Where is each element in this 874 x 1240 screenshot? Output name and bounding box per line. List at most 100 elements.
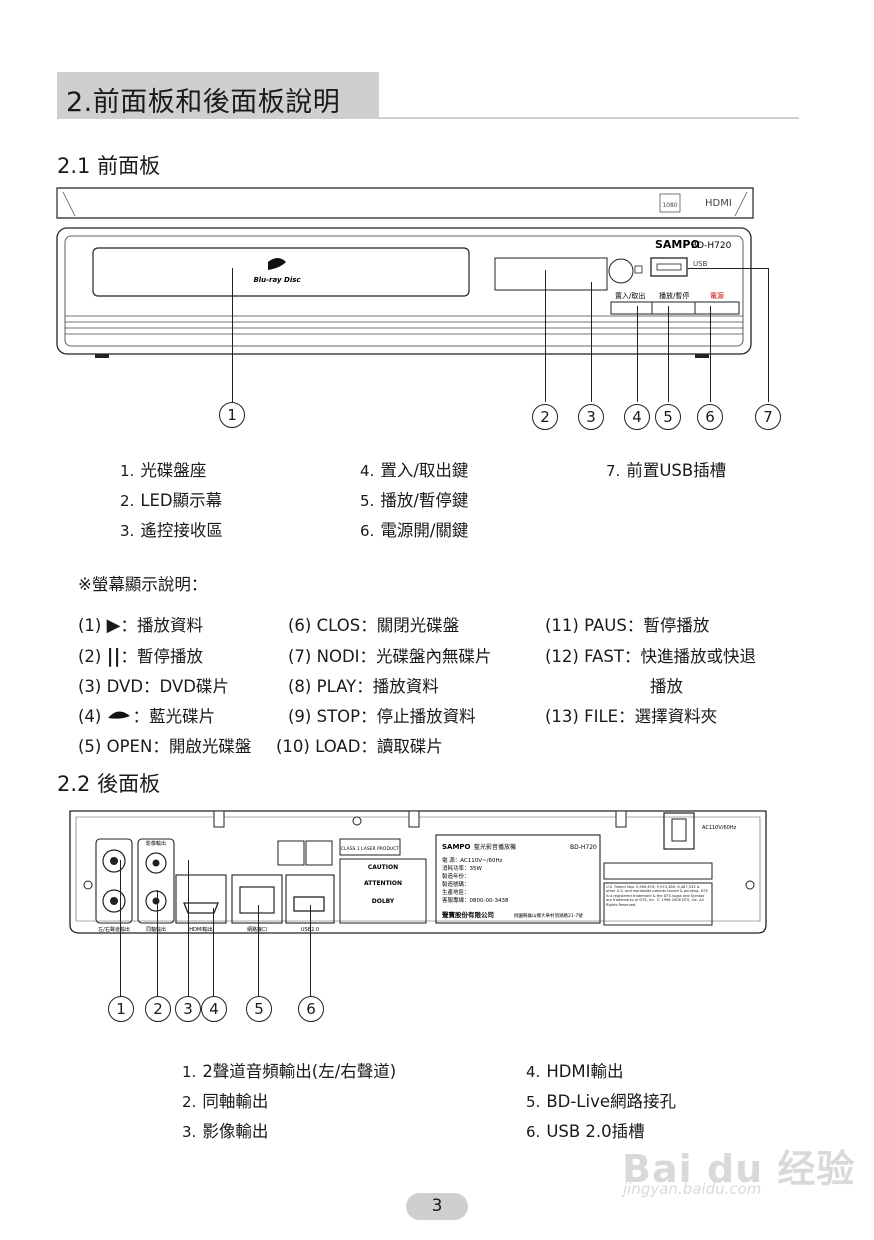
full-hd-logo bbox=[659, 193, 681, 213]
rear-callout-1: 1 bbox=[108, 996, 134, 1022]
btn-play-text: 播放/暫停 bbox=[659, 291, 689, 300]
btn-power-text: 電源 bbox=[710, 291, 724, 300]
leader-line bbox=[591, 282, 593, 402]
front-panel-heading: 2.1 前面板 bbox=[57, 154, 161, 178]
display-item: (6) CLOS：關閉光碟盤 bbox=[288, 616, 460, 635]
display-item: (3) DVD：DVD碟片 bbox=[78, 677, 229, 696]
rating-lines: 電 源：AC110V~/60Hz 消耗功率：35W 製造年份： 製造號碼： 生產… bbox=[442, 856, 509, 904]
model-text: BD-H720 bbox=[691, 241, 732, 251]
leader-line bbox=[768, 268, 770, 402]
rear-legend-item: 3.影像輸出 bbox=[182, 1122, 269, 1141]
leader-line bbox=[157, 890, 159, 998]
leader-line bbox=[120, 860, 122, 998]
rating-line-5: 客服專線：0800-00-3438 bbox=[442, 896, 509, 904]
usb-label-text: USB bbox=[693, 260, 708, 268]
class1-text: CLASS 1 LASER PRODUCT bbox=[341, 846, 399, 852]
btn-eject-text: 置入/取出 bbox=[615, 291, 645, 300]
ir-receiver bbox=[608, 258, 634, 284]
pause-icon: || bbox=[106, 645, 121, 667]
display-item: (9) STOP：停止播放資料 bbox=[288, 707, 476, 726]
front-legend-item: 4.置入/取出鍵 bbox=[360, 461, 469, 480]
display-item: (12) FAST：快進播放或快退 bbox=[545, 647, 756, 666]
port-label-hdmi: HDMI輸出 bbox=[189, 926, 212, 933]
rear-legend-item: 1.2聲道音頻輸出(左/右聲道) bbox=[182, 1062, 397, 1081]
rear-callout-6: 6 bbox=[298, 996, 324, 1022]
front-legend-item: 3.遙控接收區 bbox=[120, 521, 223, 540]
rear-model-text: BD-H720 bbox=[570, 844, 597, 851]
callout-5: 5 bbox=[655, 404, 681, 430]
rear-brand-text: SAMPO bbox=[442, 843, 471, 851]
port-label-coax: 同軸輸出 bbox=[146, 926, 166, 933]
rating-line-3: 製造號碼： bbox=[442, 880, 470, 888]
display-item: (1) ▶：播放資料 bbox=[78, 615, 203, 636]
rear-product-text: 藍光影音播放機 bbox=[474, 843, 516, 851]
play-icon: ▶ bbox=[106, 615, 121, 636]
rating-line-4: 生產地區： bbox=[442, 888, 470, 896]
watermark-url: jingyan.baidu.com bbox=[623, 1180, 762, 1198]
display-item: (5) OPEN：開啟光碟盤 bbox=[78, 737, 252, 756]
watermark-logo: Bai du 经验 bbox=[622, 1147, 856, 1191]
display-item: (7) NODI：光碟盤內無碟片 bbox=[288, 647, 492, 666]
attention-text: ATTENTION bbox=[364, 880, 402, 887]
display-item: (2) ||：暫停播放 bbox=[78, 645, 204, 667]
hdmi-logo-text: HDMI bbox=[705, 198, 732, 209]
display-item: (10) LOAD：讀取碟片 bbox=[276, 737, 443, 756]
bluray-icon bbox=[107, 707, 133, 726]
caution-text: CAUTION bbox=[368, 864, 398, 871]
section-title-rule bbox=[57, 117, 799, 119]
rear-panel-heading: 2.2 後面板 bbox=[57, 772, 161, 796]
port-label-audio: 左/右聲道輸出 bbox=[98, 926, 130, 933]
display-item: (4) ：藍光碟片 bbox=[78, 707, 216, 726]
dolby-text: DOLBY bbox=[372, 898, 395, 905]
port-label-lan: 網路接口 bbox=[247, 926, 267, 933]
section-title: 2.前面板和後面板說明 bbox=[66, 87, 341, 118]
display-item: 播放 bbox=[650, 677, 683, 696]
rear-callout-5: 5 bbox=[246, 996, 272, 1022]
leader-line bbox=[188, 860, 190, 998]
full-hd-logo-text: 1080 bbox=[662, 202, 677, 209]
rear-callout-4: 4 bbox=[201, 996, 227, 1022]
bluray-logo-text: Blu-ray Disc bbox=[253, 276, 301, 284]
section-title-box bbox=[57, 72, 379, 119]
leader-line bbox=[258, 905, 260, 998]
callout-4: 4 bbox=[624, 404, 650, 430]
leader-line bbox=[310, 905, 312, 998]
leader-line bbox=[637, 306, 639, 402]
rear-address-text: 桃園縣龜山鄉大華村頂湖路21-7號 bbox=[514, 912, 583, 919]
front-legend-item: 1.光碟盤座 bbox=[120, 461, 207, 480]
rating-line-1: 消耗功率：35W bbox=[442, 864, 482, 872]
front-usb-port bbox=[650, 257, 688, 277]
rear-legend-item: 5.BD-Live網路接孔 bbox=[526, 1092, 676, 1111]
front-legend-item: 7.前置USB插槽 bbox=[606, 461, 727, 480]
front-legend-item: 6.電源開/關鍵 bbox=[360, 521, 469, 540]
leader-line bbox=[668, 306, 670, 402]
callout-3: 3 bbox=[578, 404, 604, 430]
rear-company-text: 聲寶股份有限公司 bbox=[442, 910, 494, 919]
rating-line-2: 製造年份： bbox=[442, 872, 470, 880]
display-item: (11) PAUS：暫停播放 bbox=[545, 616, 710, 635]
brand-logo-text: SAMPO bbox=[655, 238, 700, 251]
display-heading: ※螢幕顯示說明： bbox=[78, 575, 208, 594]
leader-line bbox=[213, 908, 215, 998]
front-legend-item: 5.播放/暫停鍵 bbox=[360, 491, 469, 510]
leader-line bbox=[232, 268, 234, 402]
rear-callout-2: 2 bbox=[145, 996, 171, 1022]
rear-legend-item: 2.同軸輸出 bbox=[182, 1092, 269, 1111]
callout-1: 1 bbox=[219, 402, 245, 428]
callout-7: 7 bbox=[755, 404, 781, 430]
rear-callout-3: 3 bbox=[175, 996, 201, 1022]
leader-line bbox=[710, 306, 712, 402]
disc-tray bbox=[92, 247, 470, 297]
rear-legend-item: 4.HDMI輸出 bbox=[526, 1062, 624, 1081]
front-legend-item: 2.LED顯示幕 bbox=[120, 491, 223, 510]
port-label-video: 影像輸出 bbox=[146, 840, 166, 847]
led-display bbox=[494, 257, 608, 291]
callout-6: 6 bbox=[697, 404, 723, 430]
leader-line bbox=[688, 268, 769, 270]
patent-text: U.S. Patent Nos. 5,956,674; 5,974,380; 6… bbox=[606, 885, 708, 907]
rating-line-0: 電 源：AC110V~/60Hz bbox=[442, 856, 503, 864]
leader-line bbox=[545, 270, 547, 402]
display-item: (8) PLAY：播放資料 bbox=[288, 677, 439, 696]
page-number: 3 bbox=[406, 1193, 468, 1220]
